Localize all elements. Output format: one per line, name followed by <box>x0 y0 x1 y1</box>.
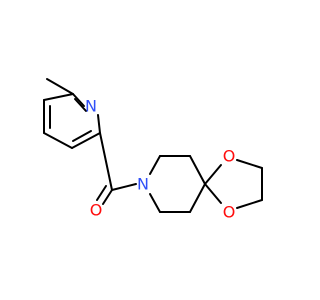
bond-double-inner <box>74 98 87 112</box>
bond <box>204 164 222 185</box>
bond <box>149 155 161 175</box>
bond <box>102 189 113 205</box>
bond <box>43 132 73 149</box>
bond <box>204 183 222 204</box>
bond <box>189 155 206 185</box>
bond <box>99 132 113 191</box>
atom-o-carbonyl: O <box>90 201 103 220</box>
bond-double-inner <box>72 130 92 142</box>
atom-n-amide: N <box>137 175 149 194</box>
bond <box>46 78 74 95</box>
bond <box>71 132 101 149</box>
bond <box>72 93 85 107</box>
bond-double <box>96 185 107 201</box>
bond <box>189 183 206 213</box>
atom-o-dioxolane-top: O <box>223 147 236 166</box>
bonds <box>43 78 263 213</box>
atom-n-pyridine: N <box>85 97 97 116</box>
bond <box>111 183 137 191</box>
bond <box>236 199 263 209</box>
atom-labels: N N O O O <box>85 97 235 222</box>
molecule-structure: N N O O O <box>43 78 263 222</box>
bond <box>43 93 74 101</box>
bond <box>97 114 101 134</box>
bond <box>149 193 161 213</box>
atom-o-dioxolane-bottom: O <box>223 203 236 222</box>
bond <box>236 159 263 169</box>
